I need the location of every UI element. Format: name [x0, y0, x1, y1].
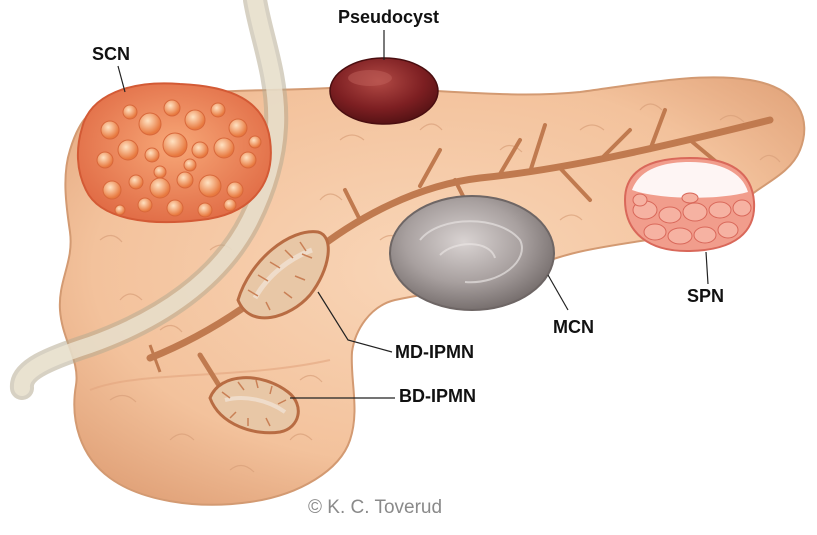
- spn-cell-cluster: [644, 224, 666, 240]
- scn-microcyst: [214, 138, 234, 158]
- scn-microcyst: [154, 166, 166, 178]
- scn-microcyst: [199, 175, 221, 197]
- pseudocyst-highlight: [348, 70, 392, 86]
- pseudocyst-label: Pseudocyst: [338, 8, 439, 26]
- scn-microcyst: [227, 182, 243, 198]
- scn-microcyst: [138, 198, 152, 212]
- spn-cell-cluster: [718, 222, 738, 238]
- scn-microcyst: [101, 121, 119, 139]
- mcn-label: MCN: [553, 318, 594, 336]
- spn-cell-cluster: [659, 207, 681, 223]
- mcn-leader: [548, 275, 568, 310]
- copyright-credit: © K. C. Toverud: [308, 498, 442, 517]
- mcn-lesion: [390, 196, 554, 310]
- scn-microcyst: [139, 113, 161, 135]
- scn-microcyst: [167, 200, 183, 216]
- spn-leader: [706, 252, 708, 284]
- scn-microcyst: [229, 119, 247, 137]
- spn-cell-cluster: [633, 194, 647, 206]
- bd-ipmn-label: BD-IPMN: [399, 387, 476, 405]
- spn-cell-cluster: [668, 228, 692, 244]
- scn-microcyst: [103, 181, 121, 199]
- scn-microcyst: [163, 133, 187, 157]
- spn-cell-cluster: [682, 193, 698, 203]
- spn-lesion: [625, 158, 754, 251]
- spn-cell-cluster: [733, 200, 751, 216]
- spn-cell-cluster: [694, 227, 716, 243]
- spn-cell-cluster: [709, 202, 731, 218]
- scn-microcyst: [115, 205, 125, 215]
- pseudocyst-lesion: [330, 58, 438, 124]
- scn-label: SCN: [92, 45, 130, 63]
- spn-cell-cluster: [683, 203, 707, 221]
- scn-leader: [118, 66, 125, 92]
- scn-microcyst: [224, 199, 236, 211]
- scn-microcyst: [123, 105, 137, 119]
- scn-microcyst: [185, 110, 205, 130]
- scn-microcyst: [184, 159, 196, 171]
- scn-microcyst: [249, 136, 261, 148]
- scn-microcyst: [240, 152, 256, 168]
- scn-microcyst: [177, 172, 193, 188]
- scn-microcyst: [150, 178, 170, 198]
- md-ipmn-label: MD-IPMN: [395, 343, 474, 361]
- scn-microcyst: [211, 103, 225, 117]
- scn-microcyst: [145, 148, 159, 162]
- scn-microcyst: [129, 175, 143, 189]
- spn-label: SPN: [687, 287, 724, 305]
- scn-microcyst: [97, 152, 113, 168]
- scn-microcyst: [164, 100, 180, 116]
- scn-lesion: [78, 83, 271, 222]
- scn-microcyst: [198, 203, 212, 217]
- scn-microcyst: [118, 140, 138, 160]
- scn-microcyst: [192, 142, 208, 158]
